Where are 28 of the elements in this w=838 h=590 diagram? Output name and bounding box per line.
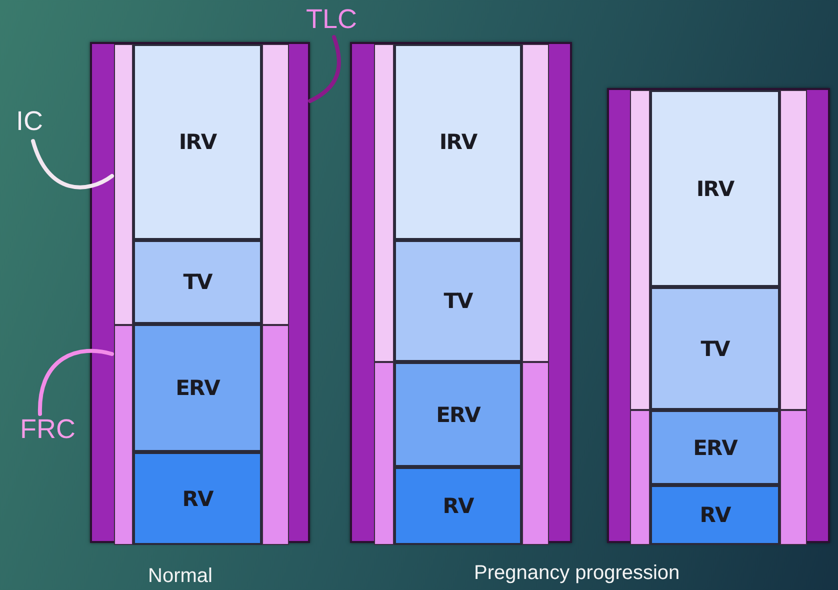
volume-segment: RV (394, 467, 522, 545)
leader-line (308, 35, 341, 103)
column-caption: Normal (148, 566, 212, 586)
capacity-strip (114, 44, 133, 325)
volume-segment: TV (650, 287, 780, 410)
column-caption: Pregnancy progression (474, 563, 680, 583)
capacity-strip (374, 362, 394, 545)
capacity-strip (630, 90, 650, 410)
lung-volume-column (350, 42, 572, 543)
volume-segment: IRV (650, 90, 780, 287)
leader-line (31, 139, 114, 190)
volume-segment: IRV (133, 44, 262, 240)
lung-volume-column (90, 42, 310, 543)
capacity-strip (114, 325, 133, 545)
volume-segment: IRV (394, 44, 522, 240)
lung-volume-column (607, 88, 830, 543)
volume-segment: RV (650, 485, 780, 545)
volume-segment: RV (133, 452, 262, 545)
capacity-label: TLC (306, 6, 358, 33)
capacity-strip (630, 410, 650, 545)
capacity-label: FRC (20, 416, 76, 443)
capacity-label: IC (16, 108, 43, 135)
volume-segment: ERV (650, 410, 780, 485)
volume-segment: ERV (394, 362, 522, 467)
volume-segment: ERV (133, 324, 262, 452)
volume-segment: TV (133, 240, 262, 324)
capacity-strip (374, 44, 394, 362)
volume-segment: TV (394, 240, 522, 362)
